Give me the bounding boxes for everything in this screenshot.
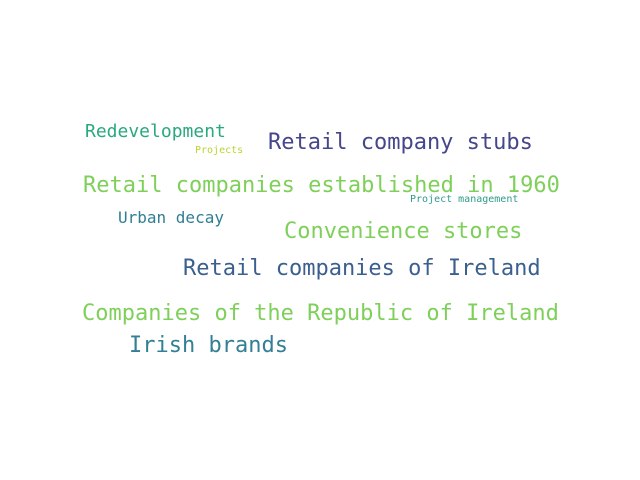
- word-redevelopment: Redevelopment: [85, 121, 226, 142]
- word-companies-of-the-republic-of-ireland: Companies of the Republic of Ireland: [82, 301, 559, 326]
- word-projects: Projects: [195, 145, 244, 156]
- word-retail-companies-of-ireland: Retail companies of Ireland: [183, 256, 541, 281]
- word-convenience-stores: Convenience stores: [284, 219, 523, 244]
- word-retail-companies-established-1960: Retail companies established in 1960: [83, 173, 560, 198]
- word-irish-brands: Irish brands: [129, 333, 288, 358]
- word-retail-company-stubs: Retail company stubs: [268, 130, 533, 155]
- word-urban-decay: Urban decay: [118, 208, 224, 227]
- word-project-management: Project management: [410, 194, 519, 205]
